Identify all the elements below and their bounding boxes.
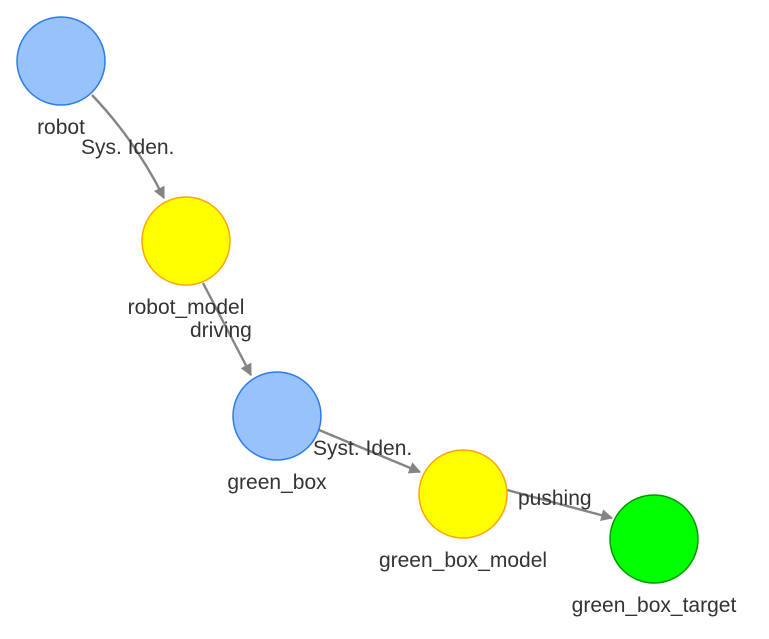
edge-labels-layer: Sys. Iden. driving Syst. Iden. pushing [81,136,592,510]
node-robot[interactable]: robot [16,16,106,139]
node-green-box-label: green_box [227,471,327,494]
node-robot-circle[interactable] [16,16,106,106]
node-robot-model-circle[interactable] [141,196,231,286]
edge-label-sys-iden: Sys. Iden. [81,136,174,159]
node-green-box-circle[interactable] [232,371,322,461]
node-green-box-model-label: green_box_model [379,549,547,572]
edges-layer [91,94,614,522]
node-green-box[interactable]: green_box [227,371,327,494]
edge-green-box-model-to-target[interactable] [506,488,614,522]
edge-label-pushing: pushing [518,487,592,510]
node-robot-model-label: robot_model [128,296,245,319]
edge-robot-model-to-green-box[interactable] [201,282,253,377]
node-green-box-target-circle[interactable] [609,494,699,584]
nodes-layer: robot robot_model green_box green_box_mo… [16,16,737,617]
node-robot-label: robot [37,116,85,139]
edge-green-box-to-green-box-model[interactable] [318,428,422,474]
node-green-box-target[interactable]: green_box_target [572,494,737,617]
edge-label-syst-iden: Syst. Iden. [313,437,412,460]
node-green-box-target-label: green_box_target [572,594,737,617]
node-green-box-model-circle[interactable] [418,449,508,539]
node-green-box-model[interactable]: green_box_model [379,449,547,572]
node-robot-model[interactable]: robot_model [128,196,245,319]
edge-robot-to-robot-model[interactable] [91,94,166,200]
edge-label-driving: driving [190,319,252,342]
